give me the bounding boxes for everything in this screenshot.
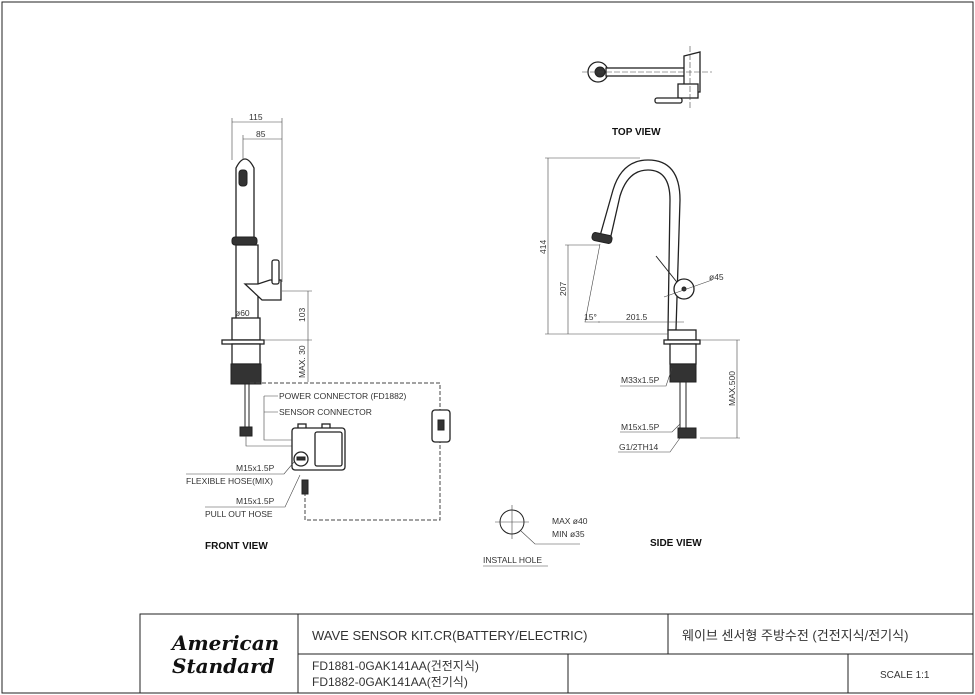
top-view-title: TOP VIEW [612, 127, 661, 138]
product-name-en: WAVE SENSOR KIT.CR(BATTERY/ELECTRIC) [312, 628, 587, 643]
front-view: 115 85 103 MAX. 30 ø60 POWER CONNECTOR (… [186, 112, 451, 552]
install-hole-min: MIN ø35 [552, 529, 585, 539]
label-pull-out-hose: PULL OUT HOSE [205, 509, 273, 519]
model-2: FD1882-0GAK141AA(전기식) [312, 675, 468, 689]
dim-max-500: MAX.500 [727, 371, 737, 406]
install-hole: MAX ø40 MIN ø35 INSTALL HOLE [483, 505, 588, 567]
dim-414: 414 [538, 240, 548, 254]
install-hole-max: MAX ø40 [552, 516, 588, 526]
logo-line-2: Standard [172, 654, 275, 678]
side-view-title: SIDE VIEW [650, 538, 702, 549]
side-view: 414 207 201.5 15° ø45 MAX.500 M33x1.5P M… [538, 157, 740, 549]
dim-103: 103 [297, 308, 307, 322]
logo-line-1: American [170, 631, 279, 655]
label-flexible-hose: FLEXIBLE HOSE(MIX) [186, 476, 273, 486]
label-thread-body: M33x1.5P [621, 375, 660, 385]
label-power-connector: POWER CONNECTOR (FD1882) [279, 391, 407, 401]
label-sensor-connector: SENSOR CONNECTOR [279, 407, 372, 417]
faucet-front [221, 158, 300, 447]
dim-201-5: 201.5 [626, 312, 648, 322]
dim-115: 115 [249, 112, 263, 122]
dim-max-30: MAX. 30 [297, 345, 307, 378]
top-view: TOP VIEW [582, 46, 712, 138]
product-name-ko: 웨이브 센서형 주방수전 (건전지식/전기식) [682, 628, 908, 643]
control-box [291, 423, 346, 471]
install-hole-title: INSTALL HOLE [483, 555, 542, 565]
front-view-title: FRONT VIEW [205, 541, 268, 552]
label-thread-2: M15x1.5P [236, 496, 275, 506]
label-thread-1: M15x1.5P [236, 463, 275, 473]
label-thread-hose: M15x1.5P [621, 422, 660, 432]
scale: SCALE 1:1 [880, 670, 930, 681]
dim-angle-15: 15° [584, 312, 597, 322]
dim-diameter-60: ø60 [235, 308, 250, 318]
dim-85: 85 [256, 129, 266, 139]
pull-out-connector [301, 479, 309, 495]
title-block: American Standard WAVE SENSOR KIT.CR(BAT… [139, 613, 974, 694]
label-connection: G1/2TH14 [619, 442, 658, 452]
dim-207: 207 [558, 282, 568, 296]
dim-diameter-45: ø45 [709, 272, 724, 282]
model-1: FD1881-0GAK141AA(건전지식) [312, 659, 479, 673]
